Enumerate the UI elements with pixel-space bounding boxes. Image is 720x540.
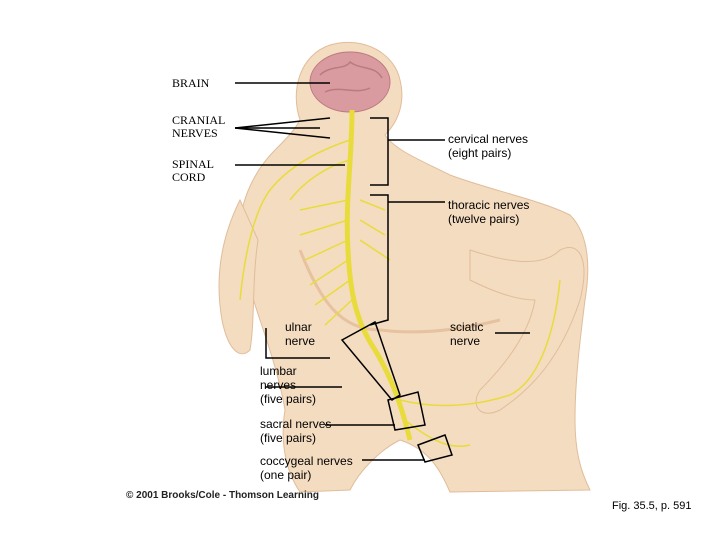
figure-caption: Fig. 35.5, p. 591: [612, 500, 692, 512]
spinal-cord-label: SPINAL CORD: [172, 158, 214, 184]
thoracic-nerves-label: thoracic nerves (twelve pairs): [448, 198, 529, 226]
ulnar-nerve-label: ulnar nerve: [285, 320, 315, 348]
sacral-nerves-label: sacral nerves (five pairs): [260, 417, 331, 445]
coccygeal-nerves-label: coccygeal nerves (one pair): [260, 454, 353, 482]
copyright-notice: © 2001 Brooks/Cole - Thomson Learning: [126, 490, 319, 501]
cervical-nerves-label: cervical nerves (eight pairs): [448, 132, 528, 160]
lumbar-nerves-label: lumbar nerves (five pairs): [260, 364, 316, 406]
cranial-nerves-label: CRANIAL NERVES: [172, 114, 225, 140]
sciatic-nerve-label: sciatic nerve: [450, 320, 483, 348]
brain-label: BRAIN: [172, 77, 209, 90]
brain-illustration: [310, 52, 390, 112]
